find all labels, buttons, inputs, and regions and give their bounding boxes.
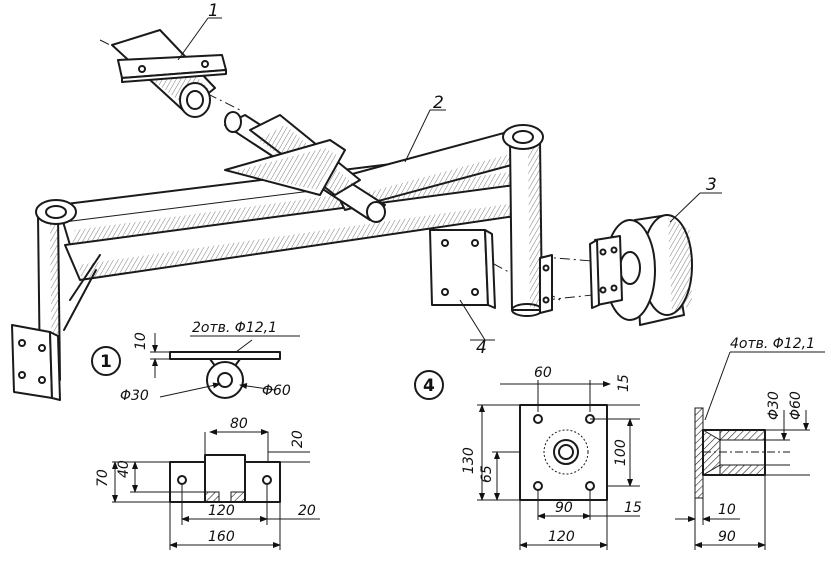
dim-120-d1: 120 [208, 503, 235, 519]
part-number-4: 4 [476, 338, 487, 358]
leader-1 [177, 17, 209, 61]
dia60-4: Φ60 [788, 391, 804, 420]
dim-65: 65 [479, 465, 495, 483]
detail-1-circle [91, 346, 121, 376]
detail-4-circle [414, 370, 444, 400]
post-side-plate [539, 254, 553, 314]
dia30-4: Φ30 [766, 391, 782, 420]
part-number-2: 2 [433, 93, 444, 113]
detail-1-side-view: 10 2отв. Φ12,1 Φ30 Φ60 [120, 320, 300, 404]
dim-10: 10 [718, 502, 736, 518]
holes-note-4: 4отв. Φ12,1 [730, 336, 815, 352]
holes-note-1: 2отв. Φ12,1 [192, 320, 277, 336]
detail-4-side-view: 4отв. Φ12,1 Φ30 Φ60 10 90 [675, 336, 825, 550]
dim-70: 70 [95, 469, 111, 487]
dim-20b: 20 [298, 503, 316, 519]
dia-outer-1: Φ60 [262, 383, 291, 399]
leader-2 [404, 109, 431, 163]
detail-1: 1 10 2отв. Φ12,1 Φ30 Φ60 [91, 320, 320, 550]
dim-60: 60 [534, 365, 552, 381]
dim-130: 130 [461, 447, 477, 474]
dim-15a: 15 [616, 374, 632, 392]
dim-20a: 20 [290, 430, 306, 448]
detail-4-front-view: 60 15 130 65 100 90 15 [461, 365, 642, 550]
part3-wheel [589, 214, 693, 326]
detail-4: 4 60 15 130 [414, 336, 825, 550]
dim-90b: 90 [718, 529, 736, 545]
dim-90a: 90 [555, 500, 573, 516]
dim-40: 40 [116, 460, 132, 478]
detail-1-top-view: 80 20 70 40 120 20 160 [95, 416, 320, 550]
left-foot-plate [11, 324, 61, 401]
inclined-rod [224, 111, 386, 223]
leader-4 [459, 299, 486, 341]
dim-80: 80 [230, 416, 248, 432]
part-number-1: 1 [208, 1, 219, 21]
frame-assembly: 1 2 3 4 [11, 1, 722, 401]
dim-15b: 15 [624, 500, 642, 516]
dim-thickness: 10 [133, 332, 149, 350]
dim-120-d4: 120 [548, 529, 575, 545]
leader-3 [669, 192, 701, 223]
dim-100: 100 [613, 439, 629, 466]
dim-160: 160 [208, 529, 235, 545]
part-number-3: 3 [706, 175, 717, 195]
part4-plate [429, 229, 496, 309]
detail-1-number: 1 [100, 352, 112, 372]
part1-bracket [111, 29, 227, 118]
dia-inner-1: Φ30 [120, 388, 149, 404]
detail-4-number: 4 [423, 376, 435, 396]
